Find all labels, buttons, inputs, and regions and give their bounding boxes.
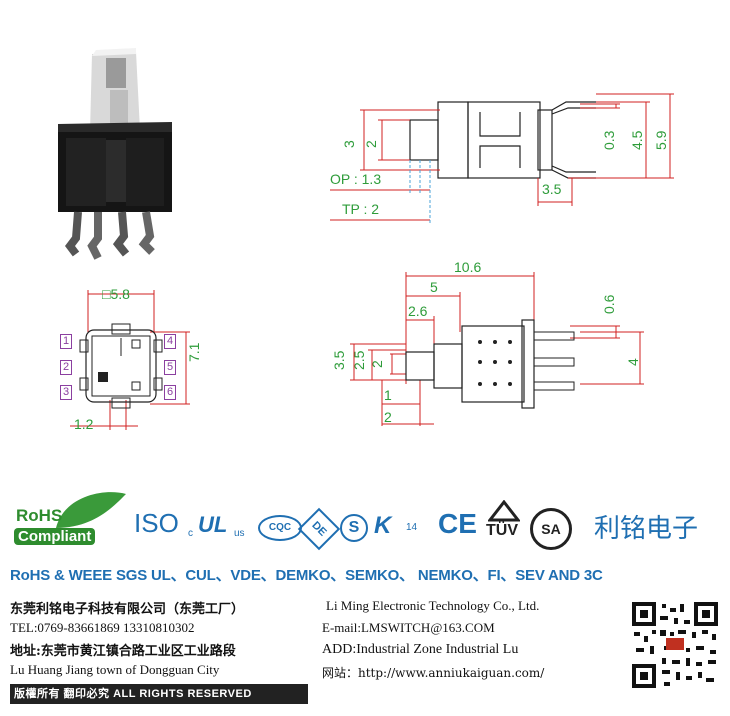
dim-span-4-5: 4.5: [629, 130, 645, 150]
dim-two-five: 2.5: [351, 350, 367, 370]
address-en: ADD:Industrial Zone Industrial Lu: [322, 642, 519, 657]
front-view-drawing: 10.6 5 2.6 0.6 4 3.5 2.5 2 1 2: [331, 259, 644, 426]
dim-zero-six: 0.6: [601, 294, 617, 314]
ul-logo: UL: [198, 512, 228, 537]
k-logo: K: [374, 512, 392, 539]
rohs-bottom-text: Compliant: [14, 528, 96, 545]
ul-c-mark: c: [188, 528, 193, 539]
pin-label-2: 2: [60, 360, 72, 375]
dim-three-five: 3.5: [331, 350, 347, 370]
website-link[interactable]: 网站：http://www.anniukaiguan.com/: [322, 666, 545, 680]
dim-tp: TP : 2: [342, 201, 379, 217]
cqc-logo: CQC: [258, 515, 302, 541]
address-cn: 地址:东莞市黄江镇合路工业区工业路段: [10, 644, 236, 659]
dim-height-3: 3: [341, 140, 357, 148]
dim-two-b: 2: [384, 409, 392, 425]
dim-five: 5: [430, 279, 438, 295]
qr-code-icon: [630, 600, 720, 690]
dim-four: 4: [625, 358, 641, 366]
dim-total: 10.6: [454, 259, 481, 275]
rights-banner: 版權所有 翻印必究 ALL RIGHTS RESERVED: [10, 684, 308, 704]
dim-span-5-9: 5.9: [653, 130, 669, 150]
dim-two-a: 2: [369, 360, 385, 368]
k-number: 14: [406, 522, 418, 533]
leaf-icon: [56, 492, 126, 528]
bottom-view-drawing: [70, 290, 190, 430]
ul-us-mark: us: [234, 528, 245, 539]
pin-label-4: 4: [164, 334, 176, 349]
tuv-triangle-icon: [488, 500, 520, 522]
company-en: Li Ming Electronic Technology Co., Ltd.: [326, 598, 540, 613]
tel: TEL:0769-83661869 13310810302: [10, 620, 195, 635]
side-view-drawing: 3 2 OP : 1.3 TP : 2 0.3 4.5 5.9 3.5: [330, 93, 674, 224]
dim-pin-0-3: 0.3: [601, 130, 617, 150]
tuv-logo: TÜV: [486, 522, 518, 539]
dim-height-2: 2: [363, 140, 379, 148]
iso-logo: ISO: [134, 508, 179, 538]
pin-label-3: 3: [60, 385, 72, 400]
dim-pin-pitch: 1.2: [74, 416, 94, 432]
pin-label-1: 1: [60, 334, 72, 349]
pin-label-5: 5: [164, 360, 176, 375]
rohs-logo: RoHS Compliant: [10, 488, 128, 550]
dim-width: □5.8: [102, 286, 130, 302]
address-en-left: Lu Huang Jiang town of Dongguan City: [10, 662, 220, 677]
s-logo: S: [340, 514, 368, 542]
cert-line: RoHS & WEEE SGS UL、CUL、VDE、DEMKO、SEMKO、 …: [10, 567, 603, 584]
csa-logo: SA: [530, 508, 572, 550]
ce-logo: CE: [438, 508, 477, 539]
email-link[interactable]: E-mail:LMSWITCH@163.COM: [322, 620, 495, 635]
dim-two-six: 2.6: [408, 303, 428, 319]
company-cn: 东莞利铭电子科技有限公司（东莞工厂）: [10, 602, 245, 617]
dim-one: 1: [384, 387, 392, 403]
rohs-top-text: RoHS: [16, 506, 63, 525]
dim-op: OP : 1.3: [330, 171, 381, 187]
brand-name: 利铭电子: [594, 514, 699, 544]
de-logo: DE: [297, 507, 341, 551]
pin-label-6: 6: [164, 385, 176, 400]
dim-height: 7.1: [186, 342, 202, 362]
switch-photo: [58, 48, 172, 260]
dim-pin-3-5: 3.5: [542, 181, 562, 197]
